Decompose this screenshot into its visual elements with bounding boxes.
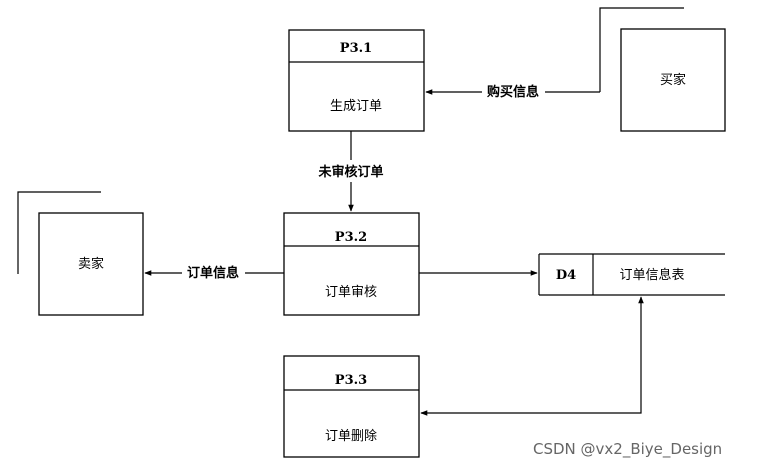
entity-seller-label: 卖家	[78, 256, 104, 272]
flow-order-info: 订单信息	[144, 265, 284, 281]
process-p3-3: P3.3 订单删除	[283, 355, 420, 458]
datastore-d4: D4 订单信息表	[538, 253, 725, 296]
entity-buyer-label: 买家	[660, 72, 686, 88]
process-p3-2-id: P3.2	[335, 230, 367, 245]
process-p3-2-name: 订单审核	[325, 285, 377, 300]
process-p3-2: P3.2 订单审核	[283, 212, 420, 316]
flow-datastore-to-p3-3	[420, 296, 644, 416]
watermark: CSDN @vx2_Biye_Design	[533, 440, 723, 458]
entity-seller: 卖家	[17, 191, 144, 316]
process-p3-3-name: 订单删除	[325, 429, 377, 444]
flow-unreviewed-orders-label: 未审核订单	[317, 164, 383, 180]
entity-buyer: 买家	[599, 7, 726, 132]
datastore-d4-name: 订单信息表	[619, 267, 684, 283]
process-p3-1-name: 生成订单	[330, 99, 382, 114]
process-p3-3-id: P3.3	[335, 373, 367, 388]
process-p3-1: P3.1 生成订单	[288, 29, 425, 132]
process-p3-1-id: P3.1	[340, 41, 372, 56]
datastore-d4-id: D4	[556, 268, 576, 283]
flow-order-info-label: 订单信息	[187, 265, 239, 281]
flow-unreviewed-orders: 未审核订单	[317, 131, 384, 212]
flow-purchase-info: 购买信息	[425, 84, 600, 100]
flow-purchase-info-label: 购买信息	[487, 84, 539, 100]
